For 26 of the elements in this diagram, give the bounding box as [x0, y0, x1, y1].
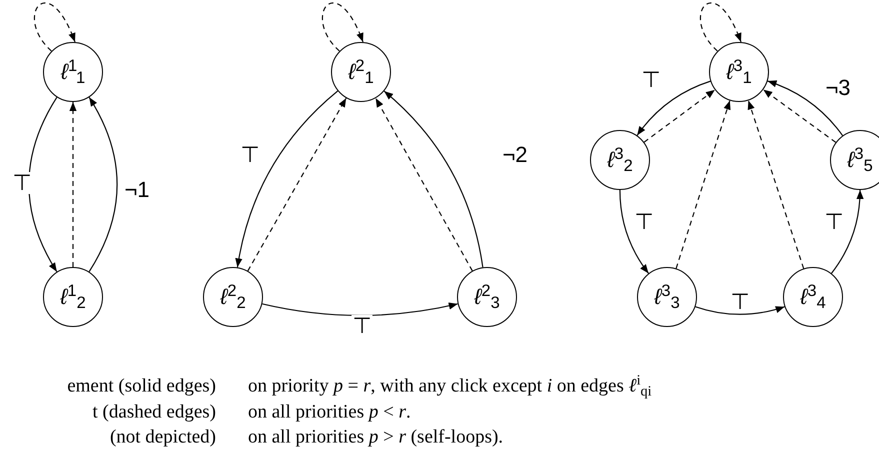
- arrow: [235, 90, 338, 268]
- arrow: [88, 97, 118, 272]
- edge-label: ⊤: [12, 172, 32, 194]
- legend-text: on all priorities p > r (self-loops).: [248, 428, 504, 446]
- arrow: [831, 190, 864, 274]
- legend-text: on all priorities p < r.: [248, 402, 411, 422]
- arrow: [28, 97, 58, 272]
- dashed-arrow: [322, 2, 364, 52]
- dashed-arrow: [700, 2, 742, 52]
- arrow: [384, 90, 484, 268]
- dashed-arrow: [748, 100, 804, 269]
- arrow: [767, 80, 844, 136]
- dashed-arrow: [762, 89, 836, 143]
- dashed-arrow: [375, 98, 473, 272]
- dashed-arrow: [247, 98, 347, 272]
- legend-text: ement (solid edges): [67, 376, 216, 396]
- dashed-arrow: [34, 2, 76, 52]
- arrow: [636, 80, 711, 136]
- arrow: [262, 302, 458, 316]
- arrow: [695, 306, 785, 315]
- legend-text: t (dashed edges): [92, 402, 216, 422]
- legend-text: (not depicted): [110, 428, 216, 446]
- arrow: [619, 190, 649, 274]
- dashed-arrow: [69, 102, 77, 267]
- dashed-arrow: [644, 89, 716, 143]
- dashed-arrow: [676, 100, 731, 269]
